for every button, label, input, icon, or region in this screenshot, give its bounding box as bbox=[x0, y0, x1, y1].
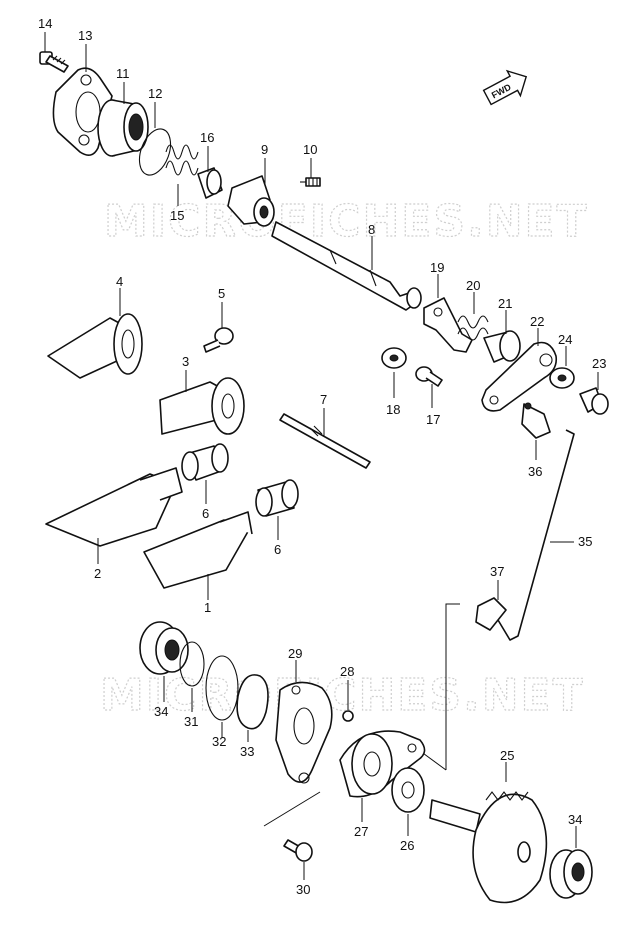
leader-lines bbox=[44, 32, 599, 880]
callout-31: 31 bbox=[184, 714, 198, 729]
bearing-34b bbox=[549, 849, 593, 899]
callout-13: 13 bbox=[78, 28, 92, 43]
pin-7 bbox=[279, 413, 371, 469]
callout-32: 32 bbox=[212, 734, 226, 749]
circlip-31 bbox=[179, 641, 205, 687]
ball-28 bbox=[342, 710, 354, 722]
bushing-26 bbox=[391, 767, 425, 813]
callout-9: 9 bbox=[261, 142, 268, 157]
pin-10 bbox=[300, 177, 321, 187]
watermark-top: MICROFICHES.NET bbox=[104, 196, 589, 247]
spring-20 bbox=[457, 315, 489, 341]
collar-6a bbox=[181, 443, 229, 481]
callout-26: 26 bbox=[400, 838, 414, 853]
washer-24 bbox=[549, 367, 575, 389]
watermark-bottom: MICROFICHES.NET bbox=[100, 670, 585, 721]
callout-25: 25 bbox=[500, 748, 514, 763]
callout-29: 29 bbox=[288, 646, 302, 661]
clip-37 bbox=[475, 597, 507, 631]
callout-4: 4 bbox=[116, 274, 123, 289]
callout-34b: 34 bbox=[568, 812, 582, 827]
callout-22: 22 bbox=[530, 314, 544, 329]
callout-24: 24 bbox=[558, 332, 572, 347]
callout-5: 5 bbox=[218, 286, 225, 301]
cap-21 bbox=[483, 330, 521, 363]
callout-27: 27 bbox=[354, 824, 368, 839]
callout-8: 8 bbox=[368, 222, 375, 237]
callout-12: 12 bbox=[148, 86, 162, 101]
callout-34a: 34 bbox=[154, 704, 168, 719]
callout-21: 21 bbox=[498, 296, 512, 311]
gear-27 bbox=[339, 730, 426, 798]
screw-30 bbox=[283, 839, 313, 862]
fwd-arrow-icon: FWD bbox=[482, 69, 528, 106]
callout-6a: 6 bbox=[202, 506, 209, 521]
callout-10: 10 bbox=[303, 142, 317, 157]
gear-25 bbox=[429, 791, 548, 904]
callout-17: 17 bbox=[426, 412, 440, 427]
gasket-33 bbox=[236, 674, 269, 730]
callout-37: 37 bbox=[490, 564, 504, 579]
valve-1 bbox=[143, 511, 253, 589]
o-ring-32 bbox=[205, 655, 239, 721]
guide-line-2 bbox=[263, 791, 321, 827]
gasket-plate-13 bbox=[52, 67, 113, 156]
rod-35 bbox=[497, 429, 575, 641]
callout-19: 19 bbox=[430, 260, 444, 275]
screw-17 bbox=[415, 366, 443, 387]
valve-3 bbox=[159, 377, 245, 435]
bearing-34a bbox=[139, 621, 189, 675]
bracket-19 bbox=[423, 297, 473, 353]
spring-15 bbox=[165, 144, 199, 176]
lever-9 bbox=[227, 175, 275, 227]
callout-15: 15 bbox=[170, 208, 184, 223]
callout-16: 16 bbox=[200, 130, 214, 145]
collar-6b bbox=[255, 479, 299, 517]
bolt-23 bbox=[579, 387, 609, 415]
callout-1: 1 bbox=[204, 600, 211, 615]
callout-28: 28 bbox=[340, 664, 354, 679]
o-ring-12 bbox=[138, 128, 172, 176]
callout-35: 35 bbox=[578, 534, 592, 549]
arm-22 bbox=[481, 341, 558, 412]
callout-7: 7 bbox=[320, 392, 327, 407]
callout-6b: 6 bbox=[274, 542, 281, 557]
shaft-8 bbox=[271, 221, 422, 311]
callout-11: 11 bbox=[116, 66, 130, 81]
callout-20: 20 bbox=[466, 278, 480, 293]
bolt-14 bbox=[39, 51, 69, 73]
callout-30: 30 bbox=[296, 882, 310, 897]
callout-23: 23 bbox=[592, 356, 606, 371]
callout-18: 18 bbox=[386, 402, 400, 417]
callouts: 14 13 11 12 16 15 9 10 8 4 5 3 7 19 20 2… bbox=[38, 16, 606, 897]
plate-29 bbox=[275, 681, 333, 784]
callout-2: 2 bbox=[94, 566, 101, 581]
callout-33: 33 bbox=[240, 744, 254, 759]
collar-16 bbox=[197, 167, 223, 199]
valve-2 bbox=[45, 467, 183, 547]
callout-3: 3 bbox=[182, 354, 189, 369]
clip-36 bbox=[521, 402, 551, 439]
valve-4 bbox=[47, 313, 143, 379]
housing-11 bbox=[97, 99, 149, 157]
washer-18 bbox=[381, 347, 407, 369]
screw-5 bbox=[203, 327, 234, 353]
callout-36: 36 bbox=[528, 464, 542, 479]
callout-14: 14 bbox=[38, 16, 52, 31]
